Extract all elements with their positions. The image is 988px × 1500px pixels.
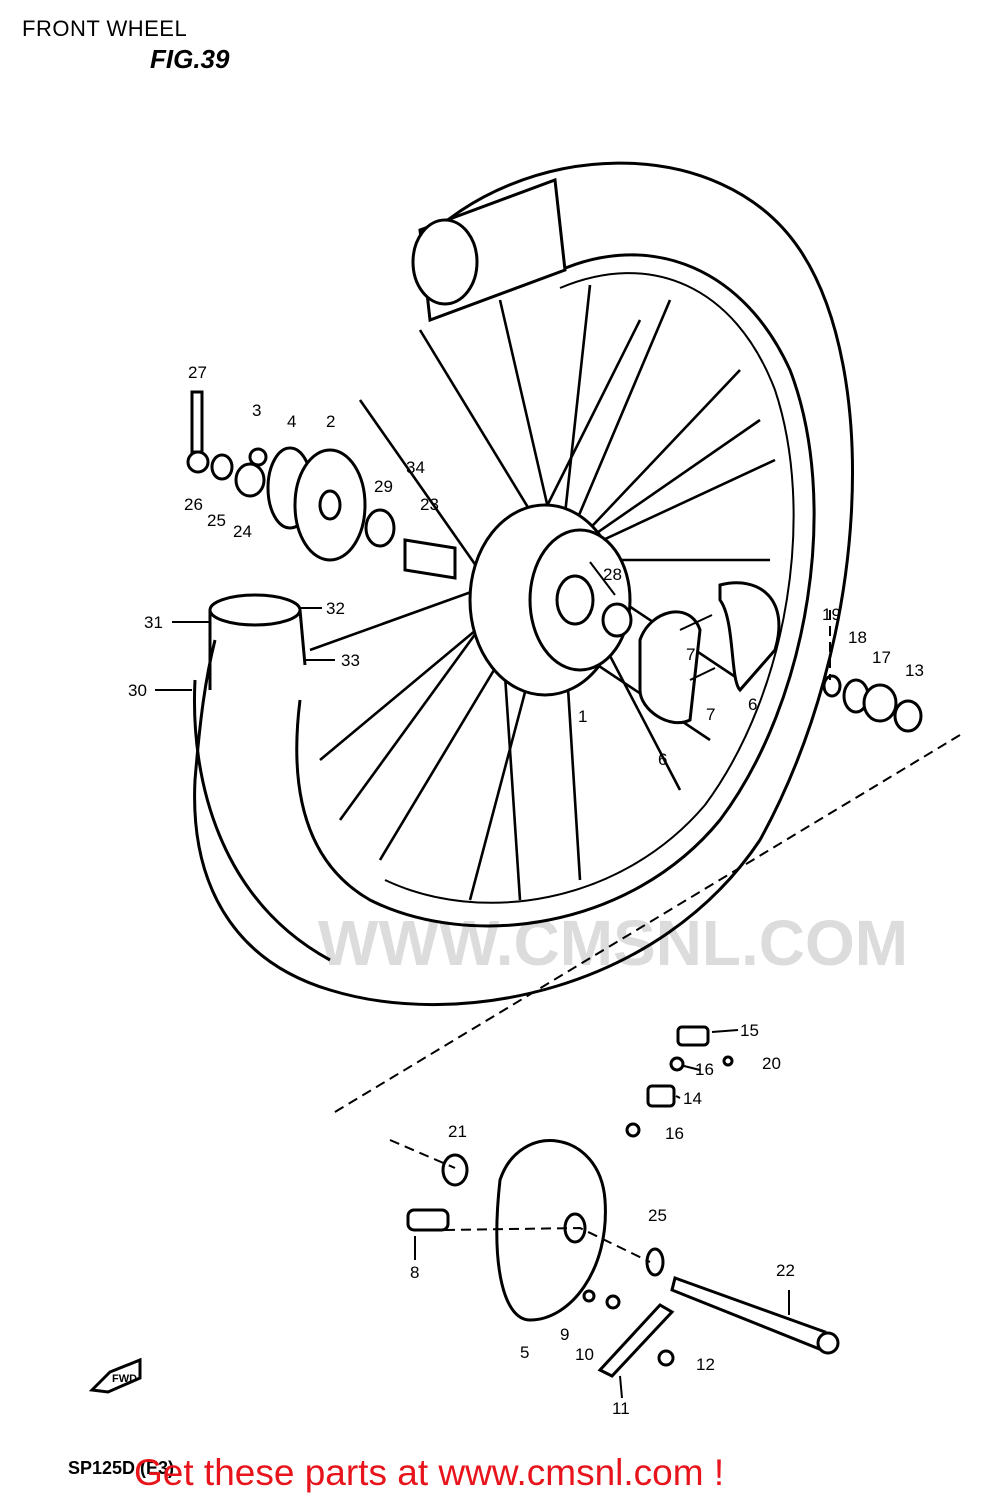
part-label: 16	[695, 1060, 714, 1079]
part-label: 32	[326, 599, 345, 618]
part-label: 6	[658, 750, 667, 769]
part-label: 7	[686, 645, 695, 664]
part-label: 17	[872, 648, 891, 667]
part-label: 10	[575, 1345, 594, 1364]
part-label: 15	[740, 1021, 759, 1040]
part-label: 31	[144, 613, 163, 632]
part-label: 8	[410, 1263, 419, 1282]
part-label: 22	[776, 1261, 795, 1280]
forward-direction-label: FWD	[112, 1373, 137, 1385]
part-label: 2	[326, 412, 335, 431]
part-label: 18	[848, 628, 867, 647]
part-label: 24	[233, 522, 252, 541]
part-label: 11	[612, 1399, 630, 1418]
promo-link[interactable]: Get these parts at www.cmsnl.com !	[134, 1452, 725, 1493]
part-label: 5	[520, 1343, 529, 1362]
model-code: SP125D (E3)	[68, 1458, 175, 1478]
assembly-lines	[329, 610, 961, 1263]
part-label: 16	[665, 1124, 684, 1143]
brake-panel-group	[406, 1025, 840, 1378]
part-label: 26	[184, 495, 203, 514]
right-axle-parts	[822, 674, 923, 733]
part-label: 6	[748, 695, 757, 714]
brake-shoes	[638, 581, 781, 725]
part-labels: 27 3 4 2 26 25 24 29 23 34 28 31 32 33 3…	[128, 363, 924, 1418]
tube-piece	[411, 177, 567, 323]
part-label: 7	[706, 705, 715, 724]
part-label: 34	[406, 458, 425, 477]
watermark: WWW.CMSNL.COM	[318, 907, 908, 979]
part-label: 25	[207, 511, 226, 530]
part-label: 14	[683, 1089, 702, 1108]
tube-and-tyre-segment	[193, 593, 331, 962]
part-label: 25	[648, 1206, 667, 1225]
part-label: 20	[762, 1054, 781, 1073]
part-label: 19	[822, 605, 841, 624]
part-label: 27	[188, 363, 207, 382]
part-label: 33	[341, 651, 360, 670]
leader-lines	[155, 561, 790, 1399]
page-title: FRONT WHEEL	[22, 16, 188, 41]
part-label: 12	[696, 1355, 715, 1374]
part-label: 23	[420, 495, 439, 514]
forward-direction-tag: FWD	[88, 1357, 142, 1394]
figure-number: FIG.39	[150, 44, 230, 74]
tyre	[193, 161, 854, 1006]
part-label: 13	[905, 661, 924, 680]
part-label: 9	[560, 1325, 569, 1344]
left-parts	[186, 390, 633, 638]
part-label: 1	[578, 707, 587, 726]
part-label: 29	[374, 477, 393, 496]
hub	[468, 503, 632, 697]
part-label: 28	[603, 565, 622, 584]
part-label: 4	[287, 412, 296, 431]
part-label: 21	[448, 1122, 467, 1141]
part-label: 30	[128, 681, 147, 700]
part-label: 3	[252, 401, 261, 420]
